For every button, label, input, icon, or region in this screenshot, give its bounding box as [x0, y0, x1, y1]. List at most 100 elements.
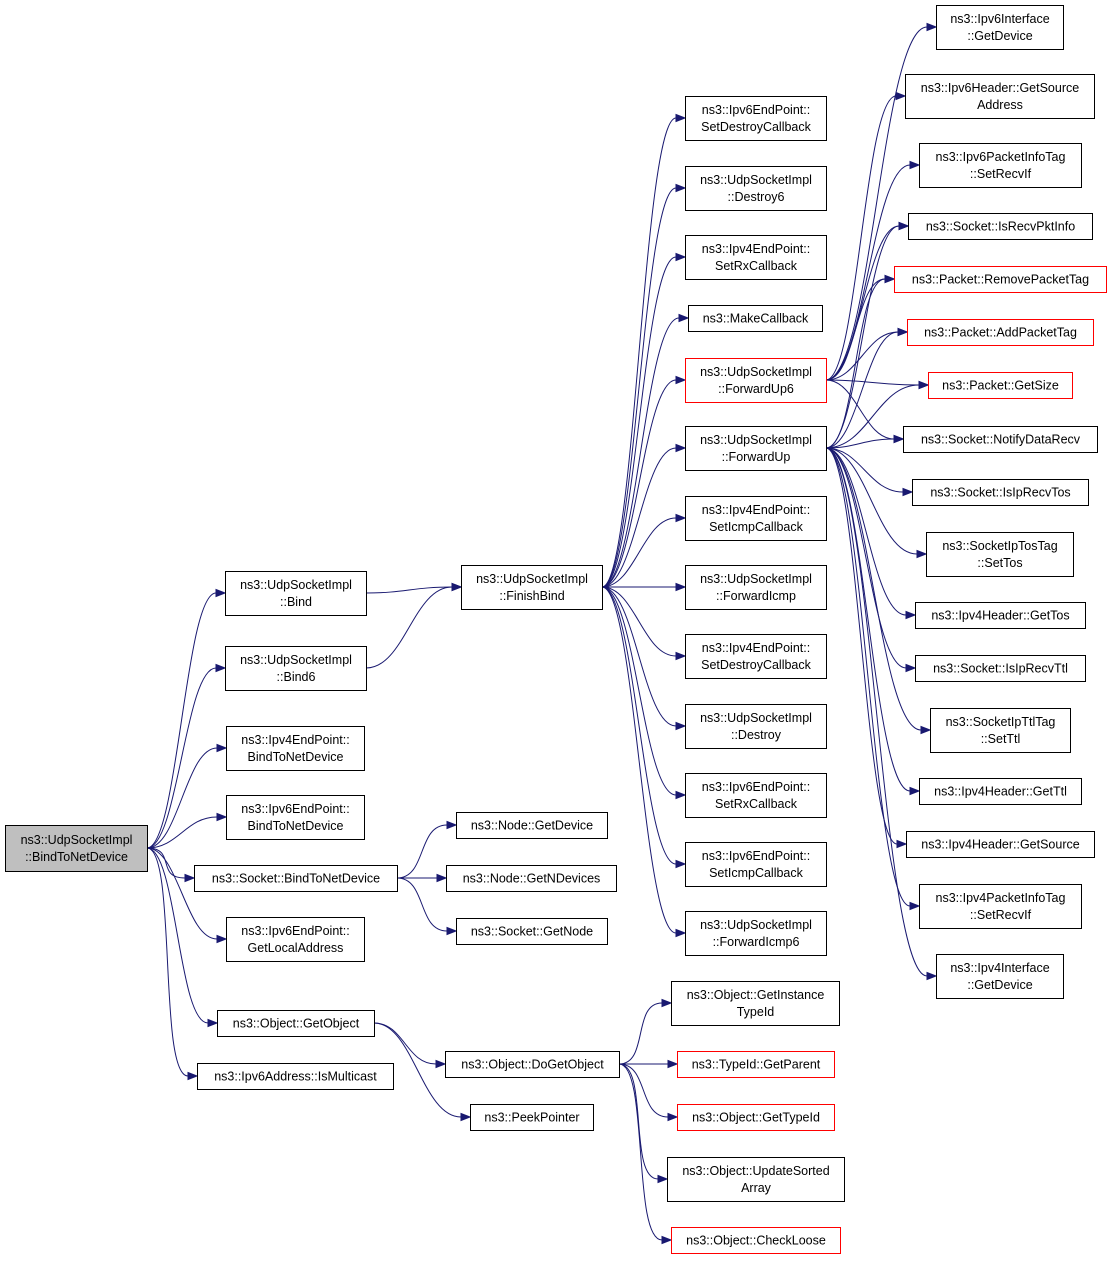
node-box: [456, 918, 608, 945]
node-ismulticast[interactable]: ns3::Ipv6Address::IsMulticast: [197, 1063, 394, 1090]
arrowhead-icon: [675, 443, 687, 453]
arrowhead-icon: [897, 327, 909, 337]
node-ipv6ifgetdevice[interactable]: ns3::Ipv6Interface::GetDevice: [936, 5, 1064, 50]
node-ipv4pktinfosetrecvif[interactable]: ns3::Ipv4PacketInfoTag::SetRecvIf: [919, 884, 1082, 929]
node-finishbind[interactable]: ns3::UdpSocketImpl::FinishBind: [461, 565, 603, 610]
edge-forwardup6-to-isrecvpktinfo: [825, 225, 900, 381]
node-ip6seticmp[interactable]: ns3::Ipv6EndPoint::SetIcmpCallback: [685, 842, 827, 887]
node-forwardup6[interactable]: ns3::UdpSocketImpl::ForwardUp6: [685, 358, 827, 403]
node-destroy6[interactable]: ns3::UdpSocketImpl::Destroy6: [685, 166, 827, 211]
node-ipv4ifgetdevice[interactable]: ns3::Ipv4Interface::GetDevice: [936, 954, 1064, 999]
edge-root-to-getobject: [146, 847, 209, 1024]
node-label-getinstancetypeid-line1: ns3::Object::GetInstance: [687, 988, 825, 1002]
node-removepackettag[interactable]: ns3::Packet::RemovePacketTag: [894, 266, 1107, 293]
node-bind6[interactable]: ns3::UdpSocketImpl::Bind6: [225, 646, 367, 691]
node-forwardicmp6[interactable]: ns3::UdpSocketImpl::ForwardIcmp6: [685, 911, 827, 956]
node-ipv4hdrgettos[interactable]: ns3::Ipv4Header::GetTos: [915, 602, 1086, 629]
node-label-sockettostagsettos-line2: ::SetTos: [977, 556, 1022, 570]
node-label-finishbind-line1: ns3::UdpSocketImpl: [476, 572, 588, 586]
node-socketgetnode[interactable]: ns3::Socket::GetNode: [456, 918, 608, 945]
node-nodegetdevice[interactable]: ns3::Node::GetDevice: [456, 812, 608, 839]
node-gettypeid[interactable]: ns3::Object::GetTypeId: [677, 1104, 835, 1131]
node-box: [930, 708, 1071, 753]
edge-dogetobject-to-checkloose: [618, 1063, 663, 1241]
node-packetgetsize[interactable]: ns3::Packet::GetSize: [928, 372, 1073, 399]
arrowhead-icon: [916, 549, 928, 559]
node-ip6gla[interactable]: ns3::Ipv6EndPoint::GetLocalAddress: [226, 917, 365, 962]
node-label-ip6setrx-line1: ns3::Ipv6EndPoint::: [702, 780, 810, 794]
node-nodegetndevices[interactable]: ns3::Node::GetNDevices: [446, 865, 617, 892]
node-label-dogetobject-line1: ns3::Object::DoGetObject: [461, 1058, 604, 1072]
node-box: [919, 778, 1082, 805]
arrowhead-icon: [893, 434, 905, 444]
node-ip4setrx[interactable]: ns3::Ipv4EndPoint::SetRxCallback: [685, 235, 827, 280]
node-label-socketttltagsetttl-line1: ns3::SocketIpTtlTag: [946, 715, 1056, 729]
edge-forwardup-to-isiprecvttl: [825, 447, 907, 669]
node-getparent[interactable]: ns3::TypeId::GetParent: [677, 1051, 835, 1078]
node-ipv6pktinfosetrecvif[interactable]: ns3::Ipv6PacketInfoTag::SetRecvIf: [919, 143, 1082, 188]
node-ip6btnd[interactable]: ns3::Ipv6EndPoint::BindToNetDevice: [226, 795, 365, 840]
node-label-ipv4ifgetdevice-line1: ns3::Ipv4Interface: [950, 961, 1049, 975]
node-label-removepackettag-line1: ns3::Packet::RemovePacketTag: [912, 273, 1089, 287]
node-socketttltagsetttl[interactable]: ns3::SocketIpTtlTag::SetTtl: [930, 708, 1071, 753]
node-sockettostagsettos[interactable]: ns3::SocketIpTosTag::SetTos: [926, 532, 1074, 577]
node-checkloose[interactable]: ns3::Object::CheckLoose: [671, 1227, 841, 1254]
node-ip4btnd[interactable]: ns3::Ipv4EndPoint::BindToNetDevice: [226, 726, 365, 771]
node-ip6setrx[interactable]: ns3::Ipv6EndPoint::SetRxCallback: [685, 773, 827, 818]
node-label-ip6gla-line2: GetLocalAddress: [248, 941, 344, 955]
node-label-ip6gla-line1: ns3::Ipv6EndPoint::: [241, 924, 349, 938]
node-label-getinstancetypeid-line2: TypeId: [737, 1005, 775, 1019]
node-label-socketgetnode-line1: ns3::Socket::GetNode: [471, 925, 593, 939]
node-box: [685, 426, 827, 471]
arrowhead-icon: [678, 313, 690, 323]
node-box: [226, 726, 365, 771]
node-label-ipv6ifgetdevice-line2: ::GetDevice: [967, 29, 1032, 43]
node-ip4setdestroy[interactable]: ns3::Ipv4EndPoint::SetDestroyCallback: [685, 634, 827, 679]
node-forwardup[interactable]: ns3::UdpSocketImpl::ForwardUp: [685, 426, 827, 471]
node-ipv4hdrgetsource[interactable]: ns3::Ipv4Header::GetSource: [906, 831, 1095, 858]
node-ipv4hdrgetttl[interactable]: ns3::Ipv4Header::GetTtl: [919, 778, 1082, 805]
node-label-destroy-line2: ::Destroy: [731, 728, 782, 742]
edge-forwardup6-to-addpackettag: [825, 331, 899, 381]
node-label-forwardup6-line2: ::ForwardUp6: [718, 382, 794, 396]
node-ip6setdestroy[interactable]: ns3::Ipv6EndPoint::SetDestroyCallback: [685, 96, 827, 141]
node-makecallback[interactable]: ns3::MakeCallback: [688, 305, 823, 332]
arrowhead-icon: [926, 22, 938, 32]
node-label-getparent-line1: ns3::TypeId::GetParent: [692, 1058, 821, 1072]
edge-finishbind-to-destroy6: [601, 187, 677, 588]
node-bind[interactable]: ns3::UdpSocketImpl::Bind: [225, 571, 367, 616]
node-destroy[interactable]: ns3::UdpSocketImpl::Destroy: [685, 704, 827, 749]
node-isiprecvtos[interactable]: ns3::Socket::IsIpRecvTos: [912, 479, 1089, 506]
arrowhead-icon: [920, 725, 932, 735]
node-label-ip6seticmp-line2: SetIcmpCallback: [709, 866, 804, 880]
edge-root-to-bind6: [146, 667, 217, 849]
node-addpackettag[interactable]: ns3::Packet::AddPacketTag: [907, 319, 1094, 346]
arrowhead-icon: [918, 380, 930, 390]
node-label-peekpointer-line1: ns3::PeekPointer: [484, 1111, 579, 1125]
node-forwardicmp[interactable]: ns3::UdpSocketImpl::ForwardIcmp: [685, 565, 827, 610]
node-isiprecvttl[interactable]: ns3::Socket::IsIpRecvTtl: [915, 655, 1086, 682]
node-label-ip4setrx-line1: ns3::Ipv4EndPoint::: [702, 242, 810, 256]
node-isrecvpktinfo[interactable]: ns3::Socket::IsRecvPktInfo: [908, 213, 1093, 240]
arrowhead-icon: [675, 790, 687, 800]
node-sockbtnd[interactable]: ns3::Socket::BindToNetDevice: [194, 865, 398, 892]
node-layer: ns3::UdpSocketImpl::BindToNetDevicens3::…: [5, 5, 1107, 1254]
edge-dogetobject-to-updatesorted: [618, 1063, 659, 1180]
node-peekpointer[interactable]: ns3::PeekPointer: [470, 1104, 594, 1131]
node-dogetobject[interactable]: ns3::Object::DoGetObject: [445, 1051, 620, 1078]
arrowhead-icon: [909, 160, 921, 170]
node-box: [685, 166, 827, 211]
edge-getobject-to-peekpointer: [373, 1022, 462, 1118]
node-ip4seticmp[interactable]: ns3::Ipv4EndPoint::SetIcmpCallback: [685, 496, 827, 541]
node-label-ipv6pktinfosetrecvif-line1: ns3::Ipv6PacketInfoTag: [936, 150, 1066, 164]
arrowhead-icon: [460, 1112, 472, 1122]
node-label-checkloose-line1: ns3::Object::CheckLoose: [686, 1234, 826, 1248]
node-getobject[interactable]: ns3::Object::GetObject: [217, 1010, 375, 1037]
node-notifydatarecv[interactable]: ns3::Socket::NotifyDataRecv: [903, 426, 1098, 453]
node-box: [225, 646, 367, 691]
node-box: [445, 1051, 620, 1078]
node-root[interactable]: ns3::UdpSocketImpl::BindToNetDevice: [5, 825, 148, 872]
